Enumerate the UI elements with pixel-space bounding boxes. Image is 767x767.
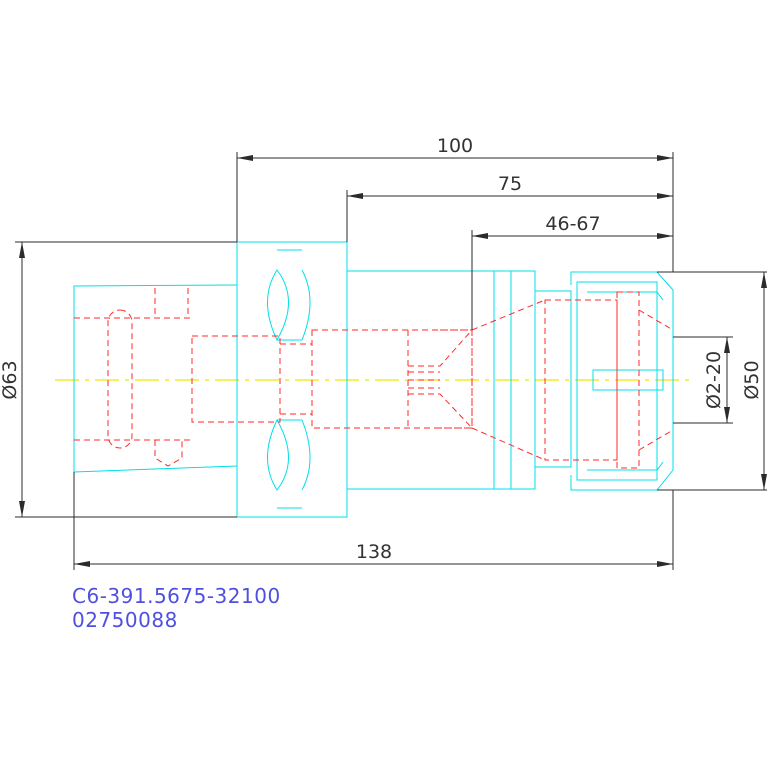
hidden-lines	[74, 288, 674, 469]
part-number: 02750088	[72, 608, 178, 632]
dimension-100: 100	[236, 135, 674, 272]
dimension-dia-50: Ø50	[657, 271, 767, 491]
dim-dia-50-label: Ø50	[741, 360, 763, 399]
dim-46-67-label: 46-67	[545, 213, 600, 235]
dimension-75: 75	[346, 173, 673, 242]
dim-138-label: 138	[356, 541, 392, 563]
dim-dia-63-label: Ø63	[0, 360, 21, 399]
dimension-dia-63: Ø63	[0, 241, 237, 518]
holder-outline	[73, 241, 674, 518]
dim-100-label: 100	[437, 135, 473, 157]
dimension-46-67: 46-67	[471, 213, 673, 330]
part-code: C6-391.5675-32100	[72, 584, 281, 608]
dim-dia-2-20-label: Ø2-20	[703, 351, 725, 409]
dimension-138: 138	[73, 472, 674, 570]
dimension-dia-2-20: Ø2-20	[673, 336, 733, 424]
dim-75-label: 75	[498, 173, 522, 195]
